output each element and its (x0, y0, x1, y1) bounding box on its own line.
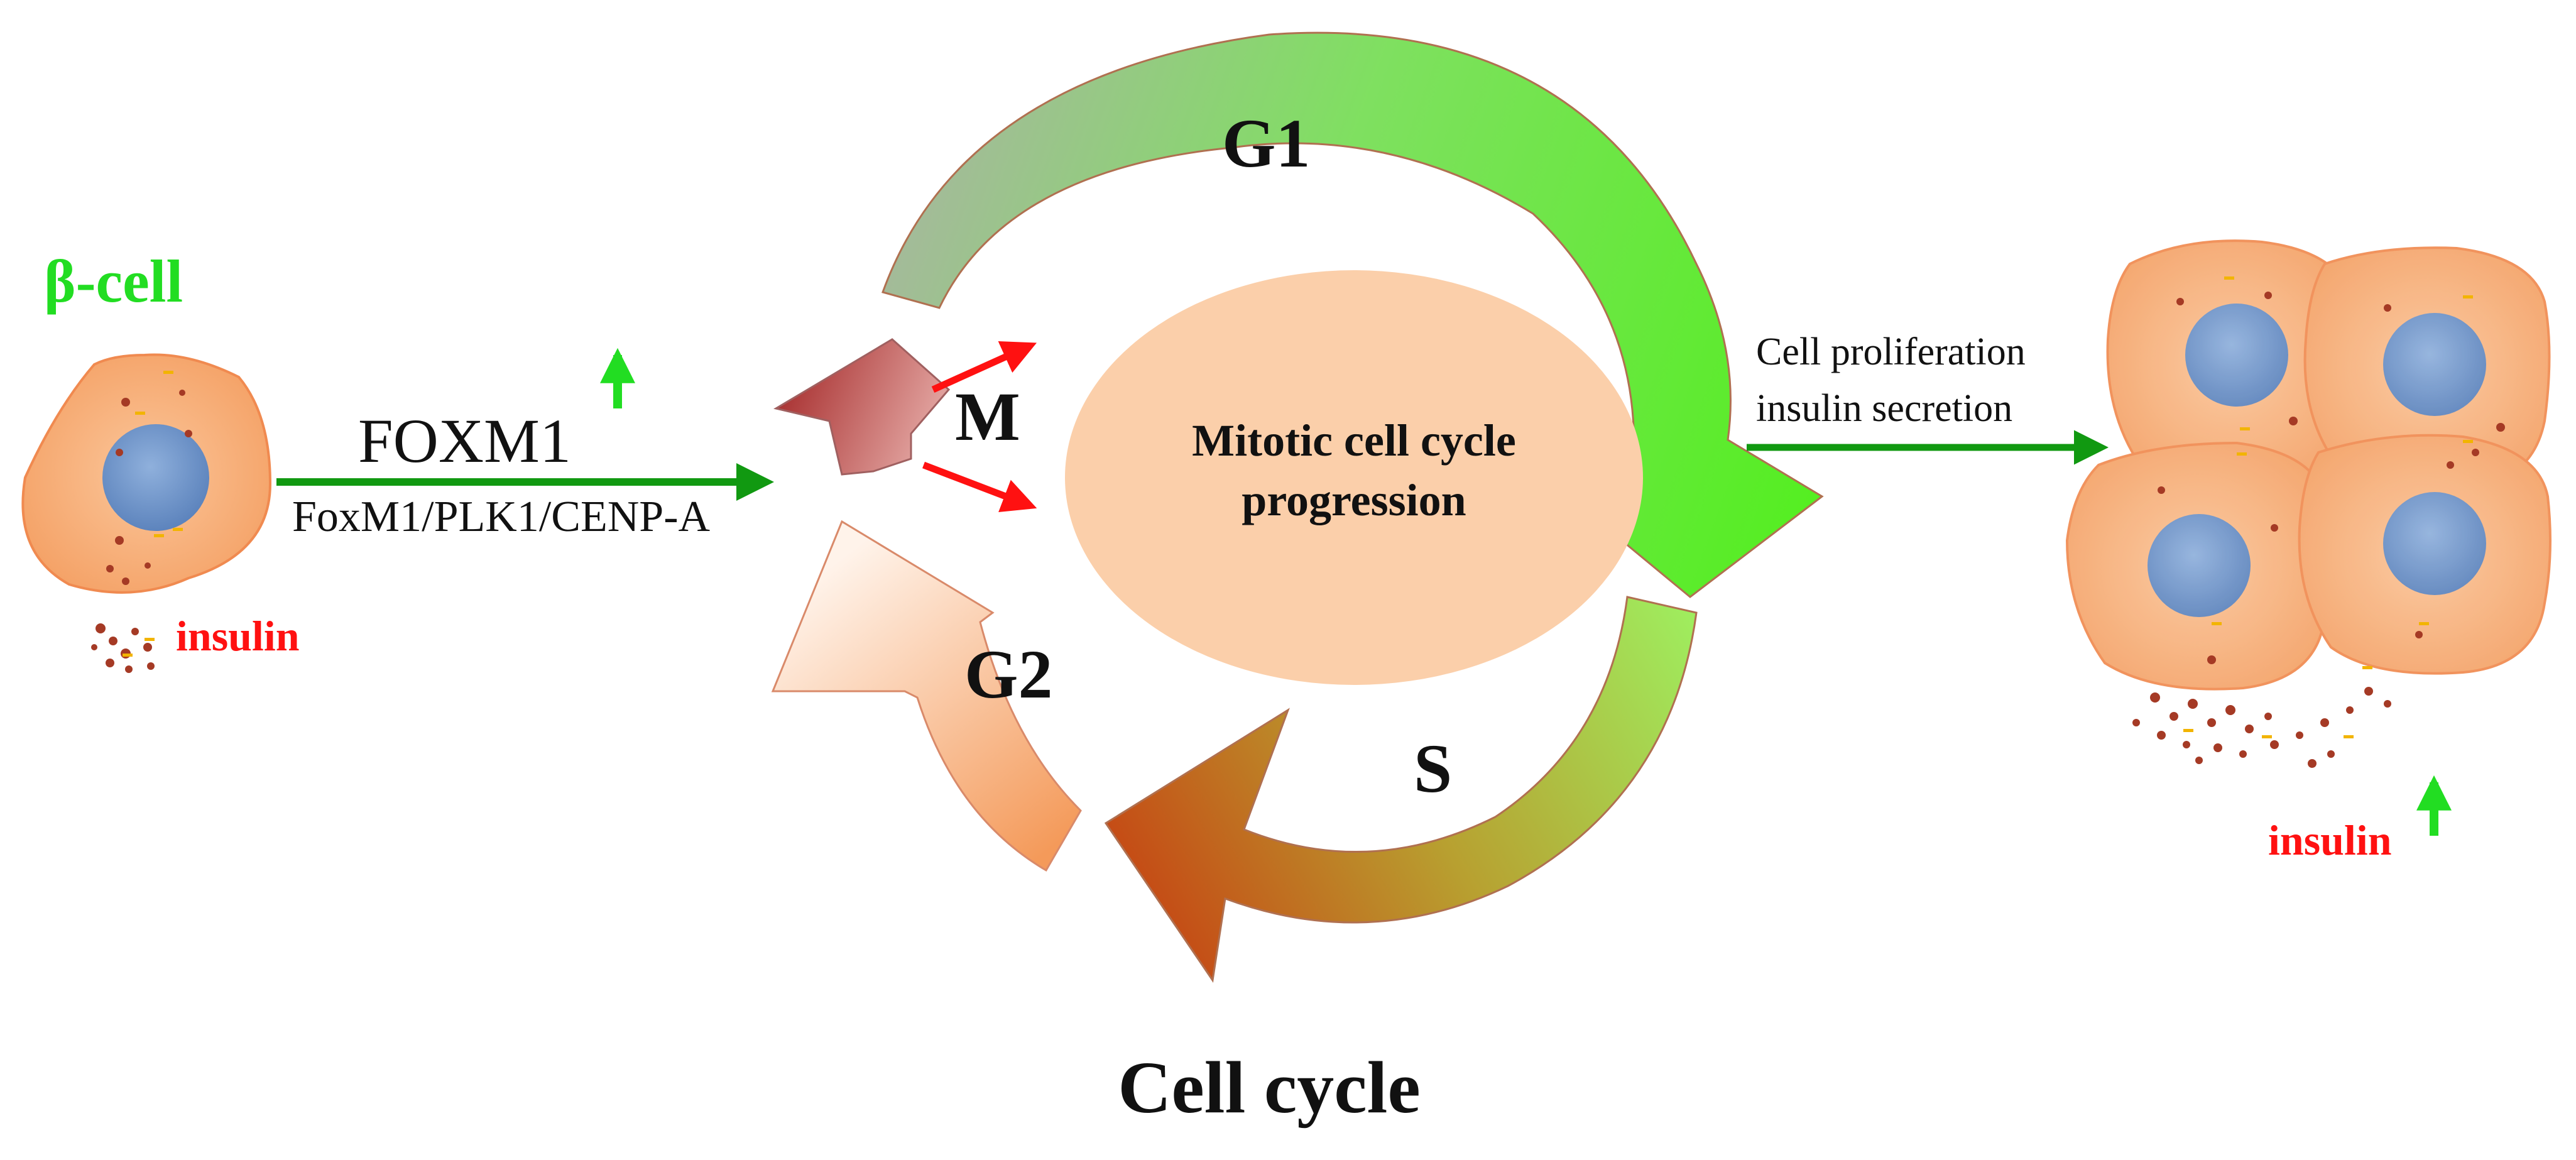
beta-cell-granules (91, 390, 192, 673)
nucleus-top-left (2185, 304, 2288, 407)
nucleus-top-right (2383, 313, 2486, 416)
phase-g1-label: G1 (1222, 105, 1311, 182)
m-arrow-upper (931, 341, 1037, 393)
m-phase-arrow (773, 338, 951, 476)
center-text-line2: progression (1242, 475, 1466, 525)
pathway-label: FoxM1/PLK1/CENP-A (292, 493, 711, 541)
phase-s-label: S (1414, 730, 1452, 807)
beta-cell-yellow-granules (123, 371, 183, 657)
nucleus-bottom-right (2383, 492, 2486, 595)
center-ellipse (1065, 270, 1643, 685)
beta-cell-single (21, 353, 272, 673)
outcome-line2: insulin secretion (1756, 387, 2012, 430)
beta-cell-label: β-cell (44, 248, 183, 315)
diagram-title: Cell cycle (1118, 1046, 1421, 1129)
s-phase-arrow (1104, 596, 1698, 983)
foxm1-label: FOXM1 (358, 406, 571, 476)
phase-m-label: M (955, 378, 1020, 455)
secreted-yellow-granules (2183, 276, 2473, 738)
proliferated-cells (2065, 239, 2551, 691)
insulin-right-label: insulin (2268, 816, 2392, 864)
secreted-insulin-granules (2132, 292, 2505, 768)
outcome-line1: Cell proliferation (1756, 331, 2026, 373)
m-arrow-lower (922, 461, 1037, 512)
g2-phase-arrow (771, 520, 1082, 872)
phase-g2-label: G2 (964, 636, 1053, 713)
insulin-left-label: insulin (176, 612, 300, 660)
g1-phase-arrow (881, 31, 1824, 598)
center-text-line1: Mitotic cell cycle (1192, 415, 1516, 466)
beta-cell-nucleus (102, 424, 209, 531)
nucleus-bottom-left (2148, 514, 2251, 617)
